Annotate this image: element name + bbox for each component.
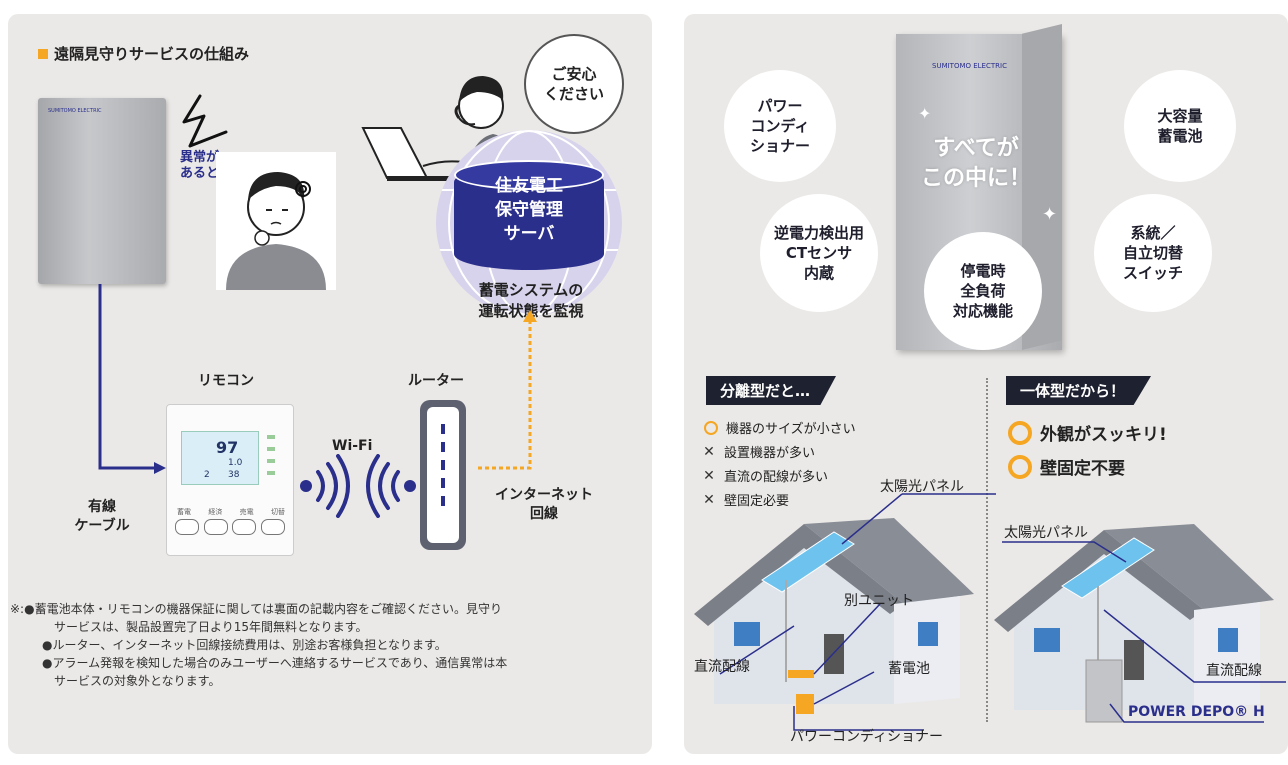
wifi-label: Wi-Fi	[332, 438, 373, 454]
heading-marker	[38, 49, 48, 59]
integrated-type-tag: 一体型だから！	[1006, 376, 1152, 405]
note-line: サービスの対象外となります。	[54, 674, 221, 688]
house-integrated-illustration	[994, 524, 1274, 723]
sparkle-icon: ✦	[918, 104, 932, 123]
remote-value-4: 38	[228, 470, 240, 480]
remote-button-label: 経済	[208, 508, 223, 516]
separate-item: 機器のサイズが小さい	[704, 418, 856, 437]
battery-unit-image: SUMITOMO ELECTRIC	[38, 98, 166, 284]
wifi-signal-icon	[300, 454, 416, 518]
wired-cable-label: 有線 ケーブル	[74, 499, 130, 534]
panel-heading: 遠隔見守りサービスの仕組み	[54, 45, 250, 63]
circle-mark-icon	[704, 420, 718, 435]
product-name-label: POWER DEPO® H	[1128, 704, 1265, 720]
worried-person-icon	[216, 152, 336, 290]
integrated-item: 外観がスッキリ!	[1008, 420, 1167, 445]
server-cylinder-top	[454, 160, 604, 190]
remote-label: リモコン	[198, 373, 254, 389]
sparkle-icon: ✦	[1042, 204, 1058, 225]
integrated-item: 壁固定不要	[1008, 454, 1125, 479]
cross-mark-icon: ✕	[703, 467, 715, 484]
remote-buttons	[175, 519, 285, 535]
remote-monitoring-panel: 遠隔見守りサービスの仕組み SUMITOMO ELECTRIC 異常が あると …	[8, 14, 652, 754]
server-label: 住友電工 保守管理 サーバ	[495, 176, 563, 244]
remote-button-label: 売電	[239, 508, 254, 516]
cross-mark-icon: ✕	[703, 491, 715, 508]
solar-panel-label: 太陽光パネル	[880, 479, 964, 495]
house-left-callouts	[719, 493, 996, 731]
feature-battery: 大容量 蓄電池	[1124, 70, 1236, 182]
house-separate-illustration	[694, 518, 974, 714]
anomaly-text: 異常が あると	[180, 150, 220, 181]
pcs-label: パワーコンディショナー	[790, 729, 944, 745]
remote-button-labels: 蓄電 経済 売電 切替	[177, 507, 285, 517]
circle-mark-icon	[1008, 420, 1032, 445]
speech-bubble: ご安心 ください	[524, 34, 624, 134]
separate-item: ✕直流の配線が多い	[703, 467, 829, 486]
feature-outage: 停電時 全負荷 対応機能	[924, 232, 1042, 350]
remote-button-economy[interactable]	[203, 519, 228, 535]
note-line: ※:●蓄電池本体・リモコンの機器保証に関しては裏面の記載内容をご確認ください。見…	[10, 602, 502, 616]
solar-panel-label-right: 太陽光パネル	[1004, 525, 1088, 541]
remote-button-sell[interactable]	[232, 519, 257, 535]
separate-item: ✕壁固定必要	[703, 491, 790, 510]
remote-controller: 97 1.0 2 38 蓄電 経済 売電 切替	[166, 404, 294, 556]
router-label: ルーター	[408, 373, 464, 389]
remote-value-3: 2	[204, 470, 210, 480]
dc-wiring-label-right: 直流配線	[1206, 663, 1262, 679]
divider	[986, 378, 988, 722]
separate-unit-label: 別ユニット	[844, 593, 914, 609]
battery-brand-label: SUMITOMO ELECTRIC	[48, 108, 102, 114]
connection-lines	[98, 284, 537, 474]
house-right-callouts	[1002, 541, 1286, 723]
lightning-icon	[182, 94, 228, 148]
remote-button-label: 蓄電	[177, 508, 191, 516]
feature-pcs: パワー コンディ ショナー	[724, 70, 836, 182]
product-brand-label: SUMITOMO ELECTRIC	[932, 62, 1007, 70]
note-line: ●アラーム発報を検知した場合のみユーザーへ連絡するサービスであり、通信異常は本	[42, 656, 508, 670]
confused-scribble-icon	[295, 181, 311, 197]
dc-wiring-label: 直流配線	[694, 659, 750, 675]
feature-switch: 系統／ 自立切替 スイッチ	[1094, 194, 1212, 312]
internet-line-label: インターネット 回線	[495, 487, 593, 522]
separate-item: ✕設置機器が多い	[703, 443, 816, 462]
separate-type-tag: 分離型だと…	[706, 376, 837, 405]
remote-button-label: 切替	[270, 508, 285, 516]
remote-screen: 97 1.0 2 38	[181, 431, 259, 485]
router-device	[420, 400, 466, 550]
note-line: サービスは、製品設置完了日より15年間無料となります。	[54, 620, 368, 634]
note-line: ●ルーター、インターネット回線接続費用は、別途お客様負担となります。	[42, 638, 447, 652]
battery-label: 蓄電池	[888, 661, 930, 677]
monitor-text: 蓄電システムの 運転状態を監視	[478, 281, 584, 320]
center-text: すべてが この中に！	[920, 136, 1031, 191]
remote-indicators	[267, 435, 275, 483]
feature-ct-sensor: 逆電力検出用 CTセンサ 内蔵	[760, 194, 878, 312]
speech-text: ご安心 ください	[543, 65, 604, 103]
circle-mark-icon	[1008, 454, 1032, 479]
remote-button-battery[interactable]	[175, 519, 199, 535]
cross-mark-icon: ✕	[703, 443, 715, 460]
remote-button-switch[interactable]	[260, 519, 285, 535]
remote-value-1: 97	[216, 438, 239, 457]
remote-value-2: 1.0	[228, 458, 243, 468]
product-features-panel: SUMITOMO ELECTRIC すべてが この中に！ ✦ ✦ パワー コンデ…	[684, 14, 1288, 754]
